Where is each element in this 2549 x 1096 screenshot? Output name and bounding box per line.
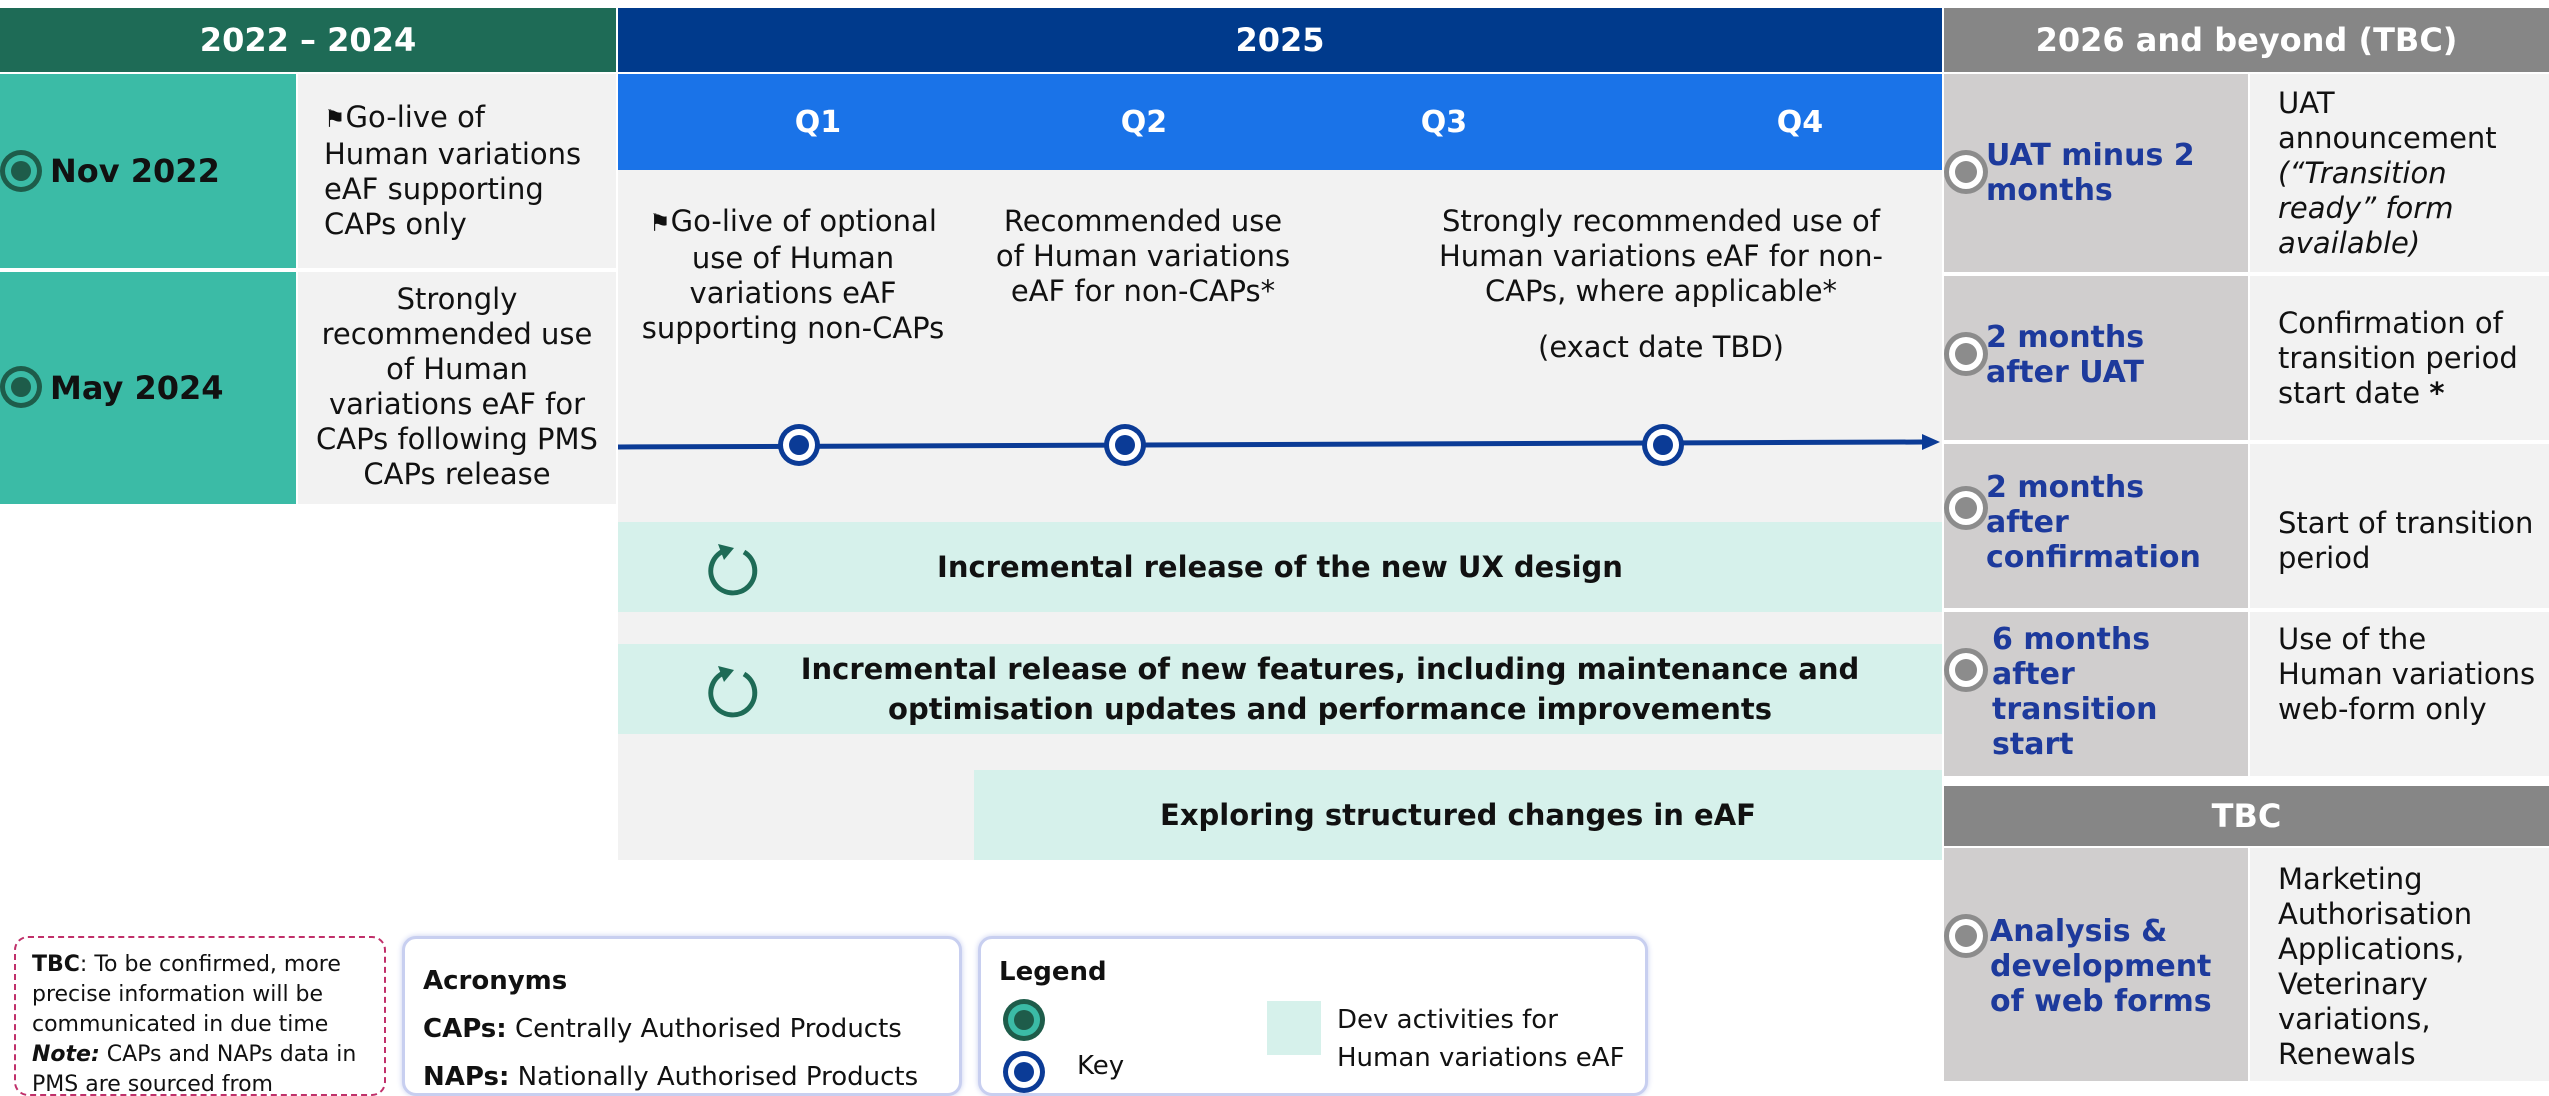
header-2022-2024: 2022 – 2024 — [0, 8, 616, 72]
right-row-2-text-cell: Confirmation of transition period start … — [2250, 276, 2549, 440]
header-2026-beyond: 2026 and beyond (TBC) — [1944, 8, 2549, 72]
quarter-q3: Q3 — [1420, 104, 1468, 140]
milestone-q2-dot — [1104, 424, 1146, 466]
date-nov-2022: Nov 2022 — [50, 152, 220, 190]
header-2026-label: 2026 and beyond (TBC) — [2035, 21, 2458, 59]
header-2022-2024-label: 2022 – 2024 — [199, 21, 417, 59]
legend-title: Legend — [999, 957, 1107, 987]
band-ux-design-label: Incremental release of the new UX design — [937, 550, 1623, 584]
right-row-4-text-cell: Use of the Human variations web-form onl… — [2250, 612, 2549, 776]
quarter-q1: Q1 — [794, 104, 842, 140]
acronym-naps: NAPs: Nationally Authorised Products — [423, 1062, 919, 1092]
legend-key-label: Key — [1077, 1051, 1125, 1081]
band-new-features-label: Incremental release of new features, inc… — [800, 652, 1860, 726]
row-nov-2022-date: Nov 2022 — [0, 74, 296, 268]
header-tbc-label: TBC — [2211, 797, 2282, 835]
milestone-green-icon — [0, 150, 42, 192]
header-2025-label: 2025 — [1235, 21, 1325, 59]
milestone-q2-text: Recommended use of Human variations eAF … — [995, 204, 1291, 308]
band-ux-design: Incremental release of the new UX design — [618, 522, 1942, 612]
band-structured-changes-label: Exploring structured changes in eAF — [1160, 798, 1756, 832]
right-row-3-label-cell: 2 months after confirmation — [1944, 444, 2248, 608]
right-row-3-text-cell: Start of transition period — [2250, 444, 2549, 608]
right-row-4-label-cell: 6 months after transition start — [1944, 612, 2248, 776]
timeline-area: ⚑Go-live of optional use of Human variat… — [618, 170, 1942, 860]
acronyms-title: Acronyms — [423, 966, 568, 996]
milestone-gray-icon — [1944, 914, 1988, 958]
header-2025: 2025 — [618, 8, 1942, 72]
legend-blue-icon — [1003, 1051, 1045, 1093]
refresh-icon — [708, 544, 758, 596]
desc-nov-2022: Go-live of Human variations eAF supporti… — [324, 100, 582, 241]
quarter-bar: Q1 Q2 Q3 Q4 — [618, 74, 1942, 170]
right-row-1-label: UAT minus 2 months — [1986, 138, 2195, 208]
row-may-2024-desc: Strongly recommended use of Human variat… — [298, 272, 616, 504]
note-box: TBC: To be confirmed, more precise infor… — [14, 936, 386, 1096]
tbc-row-text-cell: Marketing Authorisation Applications, Ve… — [2250, 848, 2549, 1081]
milestone-gray-icon — [1944, 332, 1988, 376]
row-may-2024-date: May 2024 — [0, 272, 296, 504]
right-row-1-text-cell: UAT announcement (“Transition ready” for… — [2250, 74, 2549, 272]
refresh-icon — [708, 666, 758, 718]
right-row-2-label-cell: 2 months after UAT — [1944, 276, 2248, 440]
milestone-q1-text: ⚑Go-live of optional use of Human variat… — [641, 204, 945, 345]
milestone-gray-icon — [1944, 648, 1988, 692]
legend-dev-label: Dev activities for Human variations eAF — [1337, 1005, 1625, 1073]
right-row-2-label: 2 months after UAT — [1986, 320, 2145, 390]
legend-box: Legend Key Dev activities for Human vari… — [978, 936, 1648, 1096]
band-new-features: Incremental release of new features, inc… — [618, 644, 1942, 734]
quarter-q4: Q4 — [1776, 104, 1824, 140]
right-row-4-label: 6 months after transition start — [1992, 622, 2158, 762]
tbc-row-label-cell: Analysis & development of web forms — [1944, 848, 2248, 1081]
tbc-row-label: Analysis & development of web forms — [1990, 914, 2212, 1019]
date-may-2024: May 2024 — [50, 369, 224, 407]
row-nov-2022-desc: ⚑Go-live of Human variations eAF support… — [298, 74, 616, 268]
milestone-q4-dot — [1642, 424, 1684, 466]
right-row-1-label-cell: UAT minus 2 months — [1944, 74, 2248, 272]
milestone-q4-note: (exact date TBD) — [1538, 330, 1784, 364]
timeline-arrow — [618, 434, 1940, 450]
right-row-3-label: 2 months after confirmation — [1986, 470, 2201, 575]
milestone-gray-icon — [1944, 486, 1988, 530]
quarter-q2: Q2 — [1120, 104, 1168, 140]
milestone-gray-icon — [1944, 150, 1988, 194]
header-tbc: TBC — [1944, 786, 2549, 846]
flag-icon: ⚑ — [649, 209, 671, 237]
legend-dev-swatch — [1267, 1001, 1321, 1055]
milestone-q4-text: Strongly recommended use of Human variat… — [1438, 204, 1883, 308]
acronym-caps: CAPs: Centrally Authorised Products — [423, 1014, 902, 1044]
desc-may-2024: Strongly recommended use of Human variat… — [316, 282, 598, 491]
acronyms-box: Acronyms CAPs: Centrally Authorised Prod… — [402, 936, 962, 1096]
flag-icon: ⚑ — [324, 105, 346, 133]
legend-green-icon — [1003, 999, 1045, 1041]
milestone-q1-dot — [778, 424, 820, 466]
band-structured-changes: Exploring structured changes in eAF — [974, 770, 1942, 860]
milestone-green-icon — [0, 366, 42, 408]
